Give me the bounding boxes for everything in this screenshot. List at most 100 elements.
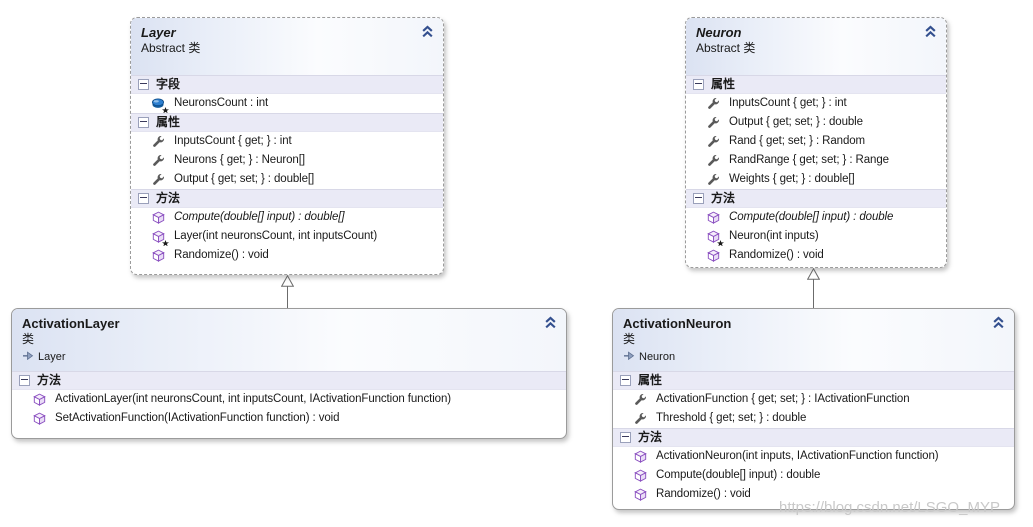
section-label: 方法 xyxy=(638,430,663,444)
member-text: Rand { get; set; } : Random xyxy=(729,135,866,147)
class-title: ActivationLayer xyxy=(22,316,120,331)
method-icon xyxy=(706,249,720,263)
property-icon xyxy=(706,173,720,187)
class-title: Layer xyxy=(141,25,176,40)
method-icon xyxy=(633,450,647,464)
member-row[interactable]: Rand { get; set; } : Random xyxy=(686,132,946,151)
property-icon xyxy=(633,393,647,407)
member-row[interactable]: Compute(double[] input) : double[] xyxy=(131,208,443,227)
class-box-neuron[interactable]: Neuron Abstract 类 属性 InputsCount { get; … xyxy=(685,17,947,268)
field-private-icon xyxy=(151,97,169,113)
watermark-text: https://blog.csdn.net/LSGO_MYP xyxy=(779,499,1000,516)
property-icon xyxy=(633,412,647,426)
section-row-methods[interactable]: 方法 xyxy=(131,189,443,208)
class-kind: Abstract 类 xyxy=(141,41,201,55)
collapse-expander-icon[interactable] xyxy=(138,79,149,90)
class-header[interactable]: Layer Abstract 类 xyxy=(131,18,443,75)
collapse-expander-icon[interactable] xyxy=(620,375,631,386)
member-row[interactable]: Randomize() : void xyxy=(131,246,443,265)
collapse-expander-icon[interactable] xyxy=(138,193,149,204)
connector-line xyxy=(813,279,814,308)
member-text: Output { get; set; } : double xyxy=(729,116,863,128)
class-header[interactable]: ActivationNeuron 类 Neuron xyxy=(613,309,1014,371)
method-icon xyxy=(151,211,165,225)
collapse-expander-icon[interactable] xyxy=(138,117,149,128)
member-text: NeuronsCount : int xyxy=(174,97,269,109)
collapse-expander-icon[interactable] xyxy=(693,79,704,90)
class-kind: Abstract 类 xyxy=(696,41,756,55)
inheritance-connector-activationneuron-neuron[interactable] xyxy=(807,268,820,308)
class-title: ActivationNeuron xyxy=(623,316,732,331)
class-title: Neuron xyxy=(696,25,742,40)
member-row[interactable]: Output { get; set; } : double xyxy=(686,113,946,132)
section-row-fields[interactable]: 字段 xyxy=(131,75,443,94)
inheritance-connector-activationlayer-layer[interactable] xyxy=(281,275,294,308)
collapse-expander-icon[interactable] xyxy=(620,432,631,443)
collapse-chevron-icon[interactable] xyxy=(544,316,557,329)
method-icon xyxy=(32,412,46,426)
member-row[interactable]: Layer(int neuronsCount, int inputsCount) xyxy=(131,227,443,246)
member-row[interactable]: InputsCount { get; } : int xyxy=(131,132,443,151)
section-row-methods[interactable]: 方法 xyxy=(686,189,946,208)
property-icon xyxy=(151,135,165,149)
member-text: Weights { get; } : double[] xyxy=(729,173,855,185)
collapse-chevron-icon[interactable] xyxy=(421,25,434,38)
member-row[interactable]: Threshold { get; set; } : double xyxy=(613,409,1014,428)
collapse-expander-icon[interactable] xyxy=(19,375,30,386)
class-kind: 类 xyxy=(623,332,636,346)
base-class-row: Neuron xyxy=(623,350,1004,364)
member-text: Threshold { get; set; } : double xyxy=(656,412,807,424)
class-box-layer[interactable]: Layer Abstract 类 字段 NeuronsCount : int 属… xyxy=(130,17,444,275)
member-text: Compute(double[] input) : double xyxy=(656,469,821,481)
section-row-properties[interactable]: 属性 xyxy=(686,75,946,94)
member-text: ActivationFunction { get; set; } : IActi… xyxy=(656,393,910,405)
class-box-activationneuron[interactable]: ActivationNeuron 类 Neuron 属性 ActivationF… xyxy=(612,308,1015,510)
member-text: ActivationNeuron(int inputs, IActivation… xyxy=(656,450,939,462)
class-header[interactable]: Neuron Abstract 类 xyxy=(686,18,946,75)
member-text: Output { get; set; } : double[] xyxy=(174,173,315,185)
base-type-arrow-icon xyxy=(22,350,34,364)
class-header[interactable]: ActivationLayer 类 Layer xyxy=(12,309,566,371)
section-row-properties[interactable]: 属性 xyxy=(613,371,1014,390)
member-row[interactable]: Randomize() : void xyxy=(613,485,1014,504)
member-row[interactable]: InputsCount { get; } : int xyxy=(686,94,946,113)
collapse-chevron-icon[interactable] xyxy=(992,316,1005,329)
member-text: Layer(int neuronsCount, int inputsCount) xyxy=(174,230,378,242)
member-text: Randomize() : void xyxy=(656,488,751,500)
method-icon xyxy=(633,488,647,502)
member-row[interactable]: SetActivationFunction(IActivationFunctio… xyxy=(12,409,566,428)
member-row[interactable]: ActivationLayer(int neuronsCount, int in… xyxy=(12,390,566,409)
base-class-name: Layer xyxy=(38,350,66,363)
member-row[interactable]: RandRange { get; set; } : Range xyxy=(686,151,946,170)
member-row[interactable]: ActivationNeuron(int inputs, IActivation… xyxy=(613,447,1014,466)
member-text: Neuron(int inputs) xyxy=(729,230,819,242)
method-icon xyxy=(633,469,647,483)
member-text: Neurons { get; } : Neuron[] xyxy=(174,154,305,166)
base-class-name: Neuron xyxy=(639,350,676,363)
section-row-methods[interactable]: 方法 xyxy=(613,428,1014,447)
member-row[interactable]: Neuron(int inputs) xyxy=(686,227,946,246)
collapse-chevron-icon[interactable] xyxy=(924,25,937,38)
member-row[interactable]: Compute(double[] input) : double xyxy=(613,466,1014,485)
member-text: Randomize() : void xyxy=(174,249,269,261)
member-row[interactable]: Compute(double[] input) : double xyxy=(686,208,946,227)
property-icon xyxy=(151,154,165,168)
constructor-method-icon xyxy=(151,230,169,246)
member-row[interactable]: Output { get; set; } : double[] xyxy=(131,170,443,189)
member-text: SetActivationFunction(IActivationFunctio… xyxy=(55,412,340,424)
member-row[interactable]: Neurons { get; } : Neuron[] xyxy=(131,151,443,170)
member-row[interactable]: NeuronsCount : int xyxy=(131,94,443,113)
section-row-methods[interactable]: 方法 xyxy=(12,371,566,390)
member-row[interactable]: ActivationFunction { get; set; } : IActi… xyxy=(613,390,1014,409)
class-kind: 类 xyxy=(22,332,35,346)
member-text: ActivationLayer(int neuronsCount, int in… xyxy=(55,393,451,405)
member-row[interactable]: Randomize() : void xyxy=(686,246,946,265)
method-icon xyxy=(151,249,165,263)
section-row-properties[interactable]: 属性 xyxy=(131,113,443,132)
collapse-expander-icon[interactable] xyxy=(693,193,704,204)
member-row[interactable]: Weights { get; } : double[] xyxy=(686,170,946,189)
member-text: InputsCount { get; } : int xyxy=(729,97,847,109)
constructor-method-icon xyxy=(706,230,724,246)
class-box-activationlayer[interactable]: ActivationLayer 类 Layer 方法 ActivationLay… xyxy=(11,308,567,439)
